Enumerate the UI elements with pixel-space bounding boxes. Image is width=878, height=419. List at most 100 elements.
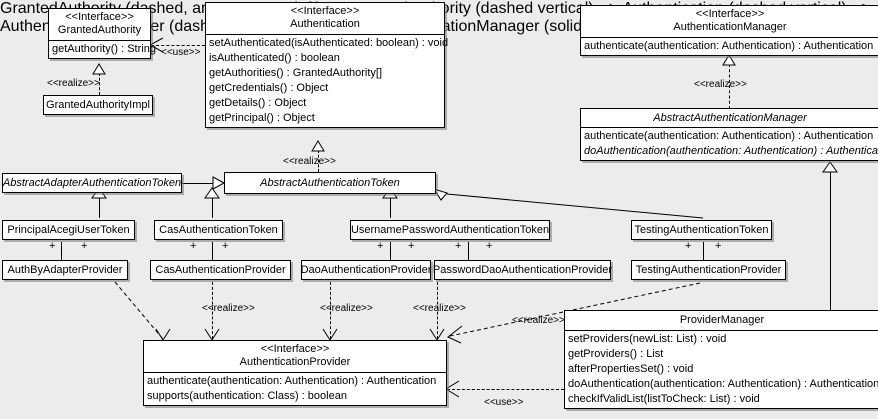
class-abstract-authentication-manager[interactable]: AbstractAuthenticationManager authentica… xyxy=(580,108,878,161)
operation-abstract: doAuthentication(authentication: Authent… xyxy=(584,145,878,157)
realize-label-cas: <<realize>> xyxy=(202,303,255,314)
class-header: <<Interface>> GrantedAuthority xyxy=(49,9,150,40)
realize-label-authenticationmanager: <<realize>> xyxy=(694,79,747,90)
operation: getAuthority() : String xyxy=(52,43,156,55)
operation: getPrincipal() : Object xyxy=(209,112,315,124)
operations-compartment: setProviders(newList: List) : void getPr… xyxy=(565,330,878,408)
association-testing-token-provider xyxy=(703,242,704,260)
class-name: AbstractAuthenticationManager xyxy=(653,112,807,124)
class-granted-authority[interactable]: <<Interface>> GrantedAuthority getAuthor… xyxy=(48,8,156,59)
multiplicity-plus: + xyxy=(81,240,88,252)
operation: authenticate(authentication: Authenticat… xyxy=(147,375,437,387)
operation: getDetails() : Object xyxy=(209,97,307,109)
operation: setAuthenticated(isAuthenticated: boolea… xyxy=(209,37,449,49)
realize-link-grantedauthorityimpl xyxy=(99,73,100,95)
class-name: CasAuthenticationToken xyxy=(159,224,278,236)
multiplicity-plus: + xyxy=(455,240,462,252)
generalization-link-principalacegiusertoken xyxy=(99,196,100,218)
stereotype-interface: <<Interface>> xyxy=(260,343,330,355)
class-dao-authentication-provider[interactable]: DaoAuthenticationProvider xyxy=(301,260,431,280)
generalization-link-casauthenticationtoken xyxy=(212,196,213,218)
svg-text:<<realize>>: <<realize>> xyxy=(512,315,565,326)
multiplicity-plus: + xyxy=(685,240,692,252)
realize-link-passworddao-provider xyxy=(437,282,438,339)
class-name: PasswordDaoAuthenticationProvider xyxy=(432,264,613,276)
class-name: TestingAuthenticationToken xyxy=(634,224,769,236)
multiplicity-plus: + xyxy=(49,240,56,252)
generalization-link-usernamepasswordtoken xyxy=(390,196,391,218)
operation: getCredentials() : Object xyxy=(209,82,329,94)
class-header: <<Interface>> AuthenticationProvider xyxy=(144,341,446,372)
class-name: AbstractAuthenticationToken xyxy=(260,177,400,189)
use-label-providermanager: <<use>> xyxy=(484,397,524,408)
stereotype-interface: <<Interface>> xyxy=(695,8,765,20)
class-name: AbstractAdapterAuthenticationToken xyxy=(2,177,182,189)
class-principal-acegi-user-token[interactable]: PrincipalAcegiUserToken xyxy=(2,220,135,240)
multiplicity-plus: + xyxy=(408,240,415,252)
stereotype-interface: <<Interface>> xyxy=(65,11,134,23)
class-testing-authentication-provider[interactable]: TestingAuthenticationProvider xyxy=(631,260,786,280)
association-cas-token-provider xyxy=(212,242,213,260)
class-name: AuthByAdapterProvider xyxy=(7,264,123,276)
realize-link-abstractauthenticationtoken xyxy=(318,150,319,172)
operations-compartment: setAuthenticated(isAuthenticated: boolea… xyxy=(206,34,449,127)
operations-compartment: getAuthority() : String xyxy=(49,40,156,58)
stereotype-interface: <<Interface>> xyxy=(290,5,360,17)
class-name: GrantedAuthority xyxy=(57,24,142,36)
generalization-link-abstractadapter xyxy=(182,183,215,184)
association-username-passworddao xyxy=(468,242,469,260)
class-auth-by-adapter-provider[interactable]: AuthByAdapterProvider xyxy=(2,260,128,280)
realize-label-dao: <<realize>> xyxy=(320,303,373,314)
class-testing-authentication-token[interactable]: TestingAuthenticationToken xyxy=(631,220,772,240)
operation: setProviders(newList: List) : void xyxy=(568,333,727,345)
use-link-authentication-grantedauthority xyxy=(151,45,205,46)
class-header: ProviderManager xyxy=(565,311,878,330)
class-provider-manager[interactable]: ProviderManager setProviders(newList: Li… xyxy=(564,310,878,409)
class-name: PrincipalAcegiUserToken xyxy=(7,224,130,236)
realize-label-abstractauthenticationtoken: <<realize>> xyxy=(283,156,336,167)
multiplicity-plus: + xyxy=(486,240,493,252)
realize-link-dao-provider xyxy=(330,282,331,339)
generalization-link-providermanager xyxy=(830,170,831,310)
multiplicity-plus: + xyxy=(715,240,722,252)
class-authentication-provider[interactable]: <<Interface>> AuthenticationProvider aut… xyxy=(143,340,447,406)
multiplicity-plus: + xyxy=(190,240,197,252)
operation: authenticate(authentication: Authenticat… xyxy=(584,40,874,52)
association-principalacegi-authbyadapter xyxy=(61,242,62,260)
class-header: <<Interface>> AuthenticationManager xyxy=(581,6,878,37)
operation: supports(authentication: Class) : boolea… xyxy=(147,390,347,402)
class-authentication[interactable]: <<Interface>> Authentication setAuthenti… xyxy=(205,2,449,128)
class-abstract-adapter-authentication-token[interactable]: AbstractAdapterAuthenticationToken xyxy=(2,173,182,193)
class-name: AuthenticationManager xyxy=(673,21,787,33)
class-name: CasAuthenticationProvider xyxy=(155,264,286,276)
operation: checkIfValidList(listToCheck: List) : vo… xyxy=(568,393,760,405)
realize-link-cas-provider xyxy=(212,282,213,339)
class-granted-authority-impl[interactable]: GrantedAuthorityImpl xyxy=(43,95,153,115)
class-header: AbstractAuthenticationManager xyxy=(581,109,878,127)
multiplicity-plus: + xyxy=(377,240,384,252)
class-header: <<Interface>> Authentication xyxy=(206,3,444,34)
operations-compartment: authenticate(authentication: Authenticat… xyxy=(581,127,878,160)
class-name: UsernamePasswordAuthenticationToken xyxy=(350,224,550,236)
class-name: ProviderManager xyxy=(679,314,765,326)
operations-compartment: authenticate(authentication: Authenticat… xyxy=(144,372,446,405)
operation: authenticate(authentication: Authenticat… xyxy=(584,130,874,142)
class-abstract-authentication-token[interactable]: AbstractAuthenticationToken xyxy=(224,172,436,194)
multiplicity-plus: + xyxy=(222,240,229,252)
use-link-providermanager xyxy=(447,389,564,390)
class-authentication-manager[interactable]: <<Interface>> AuthenticationManager auth… xyxy=(580,5,878,56)
realize-link-authenticationmanager xyxy=(729,64,730,109)
class-name: Authentication xyxy=(290,18,360,30)
class-name: AuthenticationProvider xyxy=(239,356,351,368)
realize-label-grantedauthorityimpl: <<realize>> xyxy=(47,78,100,89)
use-label-grantedauthority: <<use>> xyxy=(161,47,201,58)
operation: getProviders() : List xyxy=(568,348,664,360)
operations-compartment: authenticate(authentication: Authenticat… xyxy=(581,37,878,55)
class-cas-authentication-token[interactable]: CasAuthenticationToken xyxy=(154,220,283,240)
class-name: DaoAuthenticationProvider xyxy=(300,264,432,276)
class-password-dao-authentication-provider[interactable]: PasswordDaoAuthenticationProvider xyxy=(433,260,612,280)
realize-label-passworddao: <<realize>> xyxy=(413,303,466,314)
class-cas-authentication-provider[interactable]: CasAuthenticationProvider xyxy=(150,260,291,280)
class-username-password-authentication-token[interactable]: UsernamePasswordAuthenticationToken xyxy=(350,220,550,240)
